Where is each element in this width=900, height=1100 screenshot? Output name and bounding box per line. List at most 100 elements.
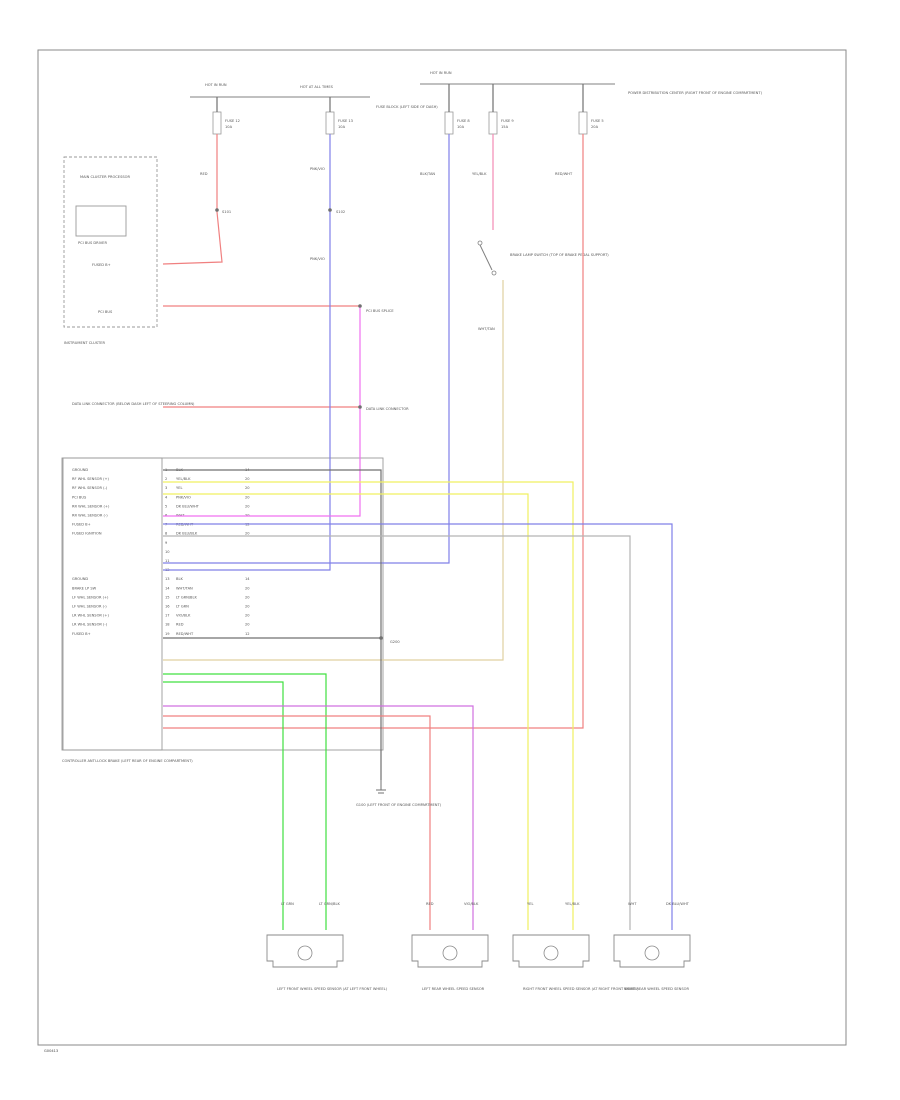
fuse-9-label: FUSE 9 [501, 119, 514, 123]
cluster-item-1: MAIN CLUSTER PROCESSOR [80, 175, 130, 179]
sensor-body [613, 934, 691, 968]
sensor-label: RIGHT FRONT WHEEL SPEED SENSOR (AT RIGHT… [523, 987, 639, 991]
cab-pin-gauge: 20 [245, 595, 250, 599]
cab-pin-color: YEL/BLK [176, 477, 191, 481]
cab-pin-color: VIO/BLK [176, 614, 191, 618]
cab-pin: LR WHL SENSOR (+) 17 VIO/BLK 20 [72, 614, 250, 618]
cab-title: CONTROLLER ANTI-LOCK BRAKE (LEFT REAR OF… [62, 759, 193, 763]
wire-wht [163, 535, 631, 930]
sensor-wire-a: WHT [628, 902, 637, 906]
cab-pin-color: WHT/TAN [176, 586, 193, 590]
cab-pin-name: GROUND [72, 577, 88, 581]
fuse-12-rating: 10A [225, 125, 233, 129]
cab-pin-name: RF WHL SENSOR (+) [72, 477, 110, 481]
fuse-8-label: FUSE 8 [457, 119, 470, 123]
cluster-pin-1: FUSED B+ [92, 263, 111, 267]
pci-splice-dot-1 [358, 304, 362, 308]
wire-red-cluster [162, 134, 223, 265]
cab-pin-gauge: 20 [245, 586, 250, 590]
pci-splice-dot-2 [358, 405, 362, 409]
cab-pin-number: 10 [165, 550, 170, 554]
cab-pin-name: LF WHL SENSOR (-) [72, 605, 107, 609]
sensor-label: LEFT REAR WHEEL SPEED SENSOR [422, 987, 485, 991]
brake-lamp-switch: BRAKE LAMP SWITCH (TOP OF BRAKE PEDAL SU… [477, 240, 609, 276]
wire-yel-blk [163, 481, 574, 930]
cab-pin-number: 2 [165, 477, 167, 481]
wire-label-red: RED [200, 172, 208, 176]
cab-pin-name: FUSED B+ [72, 632, 91, 636]
splice-s101-dot [215, 208, 219, 212]
fuse-5-rating: 20A [591, 125, 599, 129]
cab-pin-color: DK BLU/BLK [176, 532, 198, 536]
ground-label: G100 (LEFT FRONT OF ENGINE COMPARTMENT) [356, 803, 442, 807]
wire-label-pnk-2: PNK/VIO [310, 257, 325, 261]
sensor-label: RIGHT REAR WHEEL SPEED SENSOR [624, 987, 689, 991]
cab-module: CONTROLLER ANTI-LOCK BRAKE (LEFT REAR OF… [61, 457, 384, 763]
wire-red-fuse5 [163, 134, 584, 729]
sensor-row: LEFT FRONT WHEEL SPEED SENSOR (AT LEFT F… [266, 902, 691, 991]
wire-layer [162, 84, 673, 930]
fuse-5: FUSE 5 20A [578, 111, 604, 135]
cluster-pin-2: PCI BUS [98, 310, 113, 314]
cab-pin-number: 4 [165, 495, 168, 499]
hot-right-label: HOT IN RUN [430, 71, 452, 75]
cab-pin-number: 5 [165, 504, 167, 508]
wire-vio-blk [163, 705, 474, 930]
hot-left-label: HOT IN RUN [205, 83, 227, 87]
cab-pin: 11 [165, 559, 170, 563]
fuse-12-label: FUSE 12 [225, 119, 240, 123]
cab-pin-name: RR WHL SENSOR (-) [72, 514, 108, 518]
wheel-speed-sensor: RIGHT FRONT WHEEL SPEED SENSOR (AT RIGHT… [512, 902, 639, 991]
splice-label-2: DATA LINK CONNECTOR [366, 407, 409, 411]
wire-blue-fuse8 [163, 134, 450, 564]
sensor-wire-a: LT GRN [281, 902, 294, 906]
instrument-cluster: MAIN CLUSTER PROCESSOR PCI BUS DRIVER FU… [63, 156, 158, 345]
top-feed-bus: HOT IN RUN HOT AT ALL TIMES HOT IN RUN F… [190, 71, 763, 109]
cab-pin-number: 9 [165, 541, 168, 545]
splice-s101: S101 [222, 210, 231, 214]
splice-s102: S102 [336, 210, 345, 214]
cab-pin-name: PCI BUS [72, 495, 87, 499]
wire-yel [163, 493, 529, 930]
cab-pin: 9 [165, 541, 168, 545]
sensor-wire-b: LT GRN/BLK [319, 902, 340, 906]
cab-pin-color: LT GRN [176, 605, 189, 609]
cab-pin-gauge: 20 [245, 495, 250, 499]
cab-pin-number: 19 [165, 632, 170, 636]
fuse-9-rating: 15A [501, 125, 509, 129]
cab-pin-gauge: 20 [245, 614, 250, 618]
cab-pin: 10 [165, 550, 170, 554]
wire-label-blk-tan: BLK/TAN [420, 172, 435, 176]
wire-label-yel-blk: YEL/BLK [472, 172, 487, 176]
wire-blue-fuse13 [163, 134, 331, 571]
sensor-wire-b: DK BLU/WHT [666, 902, 690, 906]
sensor-core [543, 945, 559, 961]
cab-pin-number: 18 [165, 623, 170, 627]
cab-pin-number: 14 [165, 586, 170, 590]
sensor-core [297, 945, 313, 961]
wheel-speed-sensor: LEFT FRONT WHEEL SPEED SENSOR (AT LEFT F… [266, 902, 388, 991]
fuse-13: FUSE 13 10A [325, 111, 353, 135]
cab-pin-number: 16 [165, 605, 170, 609]
pdc-note: POWER DISTRIBUTION CENTER (RIGHT FRONT O… [628, 91, 763, 95]
cab-pin-number: 17 [165, 614, 170, 618]
wire-label-pnk-1: PNK/VIO [310, 167, 325, 171]
wire-ltgrn [163, 681, 284, 930]
cab-pin-name: LR WHL SENSOR (+) [72, 614, 109, 618]
cab-pin-name: RF WHL SENSOR (-) [72, 486, 108, 490]
fuse-13-rating: 10A [338, 125, 346, 129]
fuse-9: FUSE 9 15A [488, 111, 514, 135]
sensor-body [512, 934, 590, 968]
cab-pin-gauge: 20 [245, 486, 250, 490]
cab-pin-name: RR WHL SENSOR (+) [72, 504, 110, 508]
cab-pin-gauge: 14 [245, 577, 250, 581]
sensor-core [442, 945, 458, 961]
dlc-desc: DATA LINK CONNECTOR (BELOW DASH LEFT OF … [72, 402, 195, 406]
